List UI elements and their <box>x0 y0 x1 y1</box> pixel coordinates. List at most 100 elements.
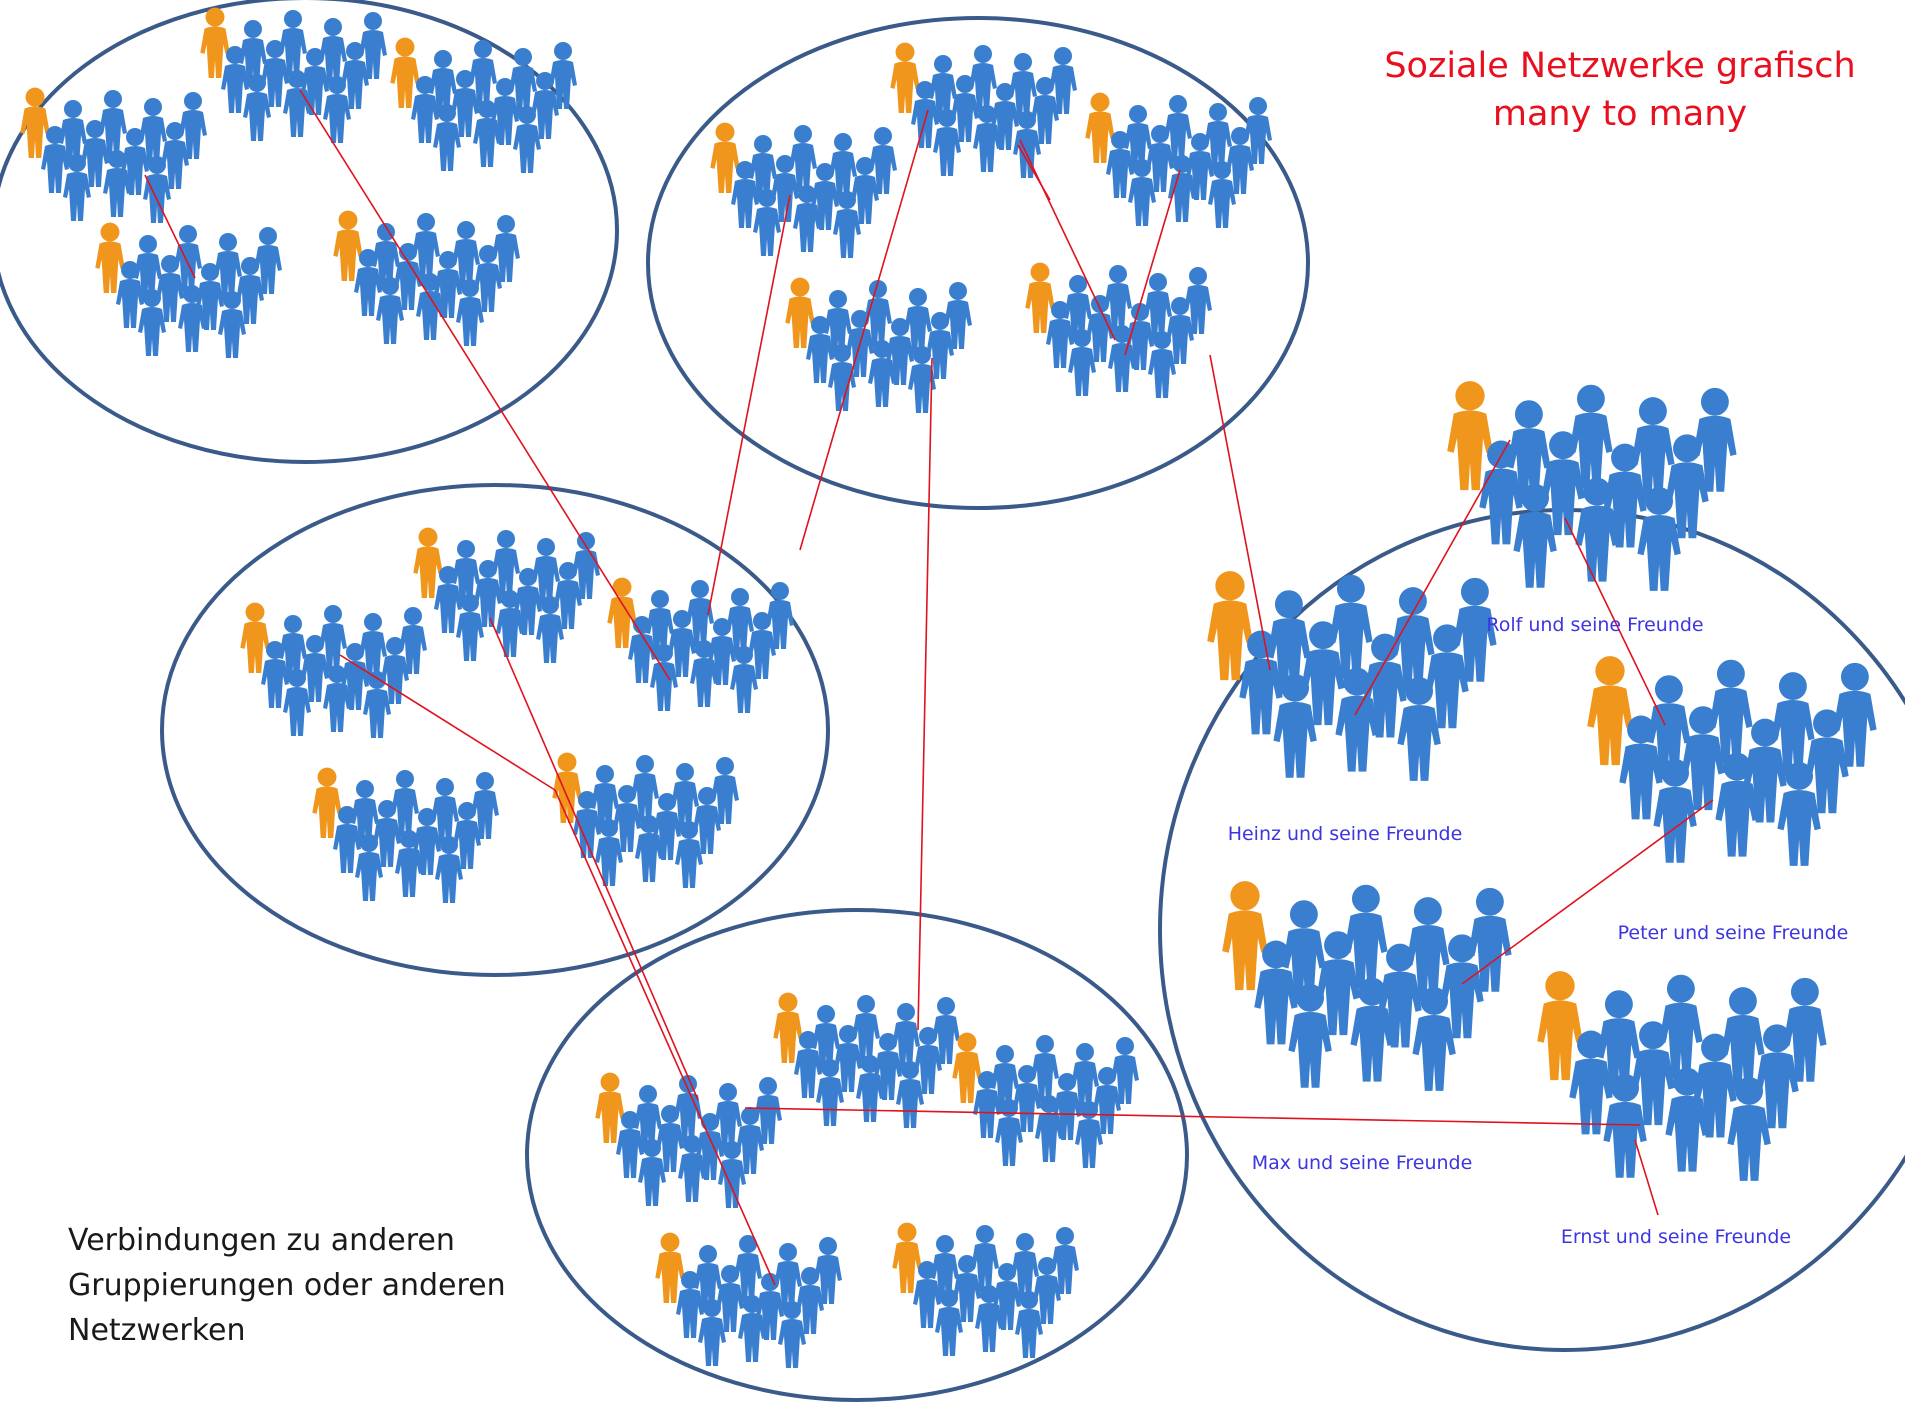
caption-line-2: Gruppierungen oder anderen <box>68 1268 506 1303</box>
member-person-icon <box>434 251 462 318</box>
member-person-icon <box>932 997 960 1064</box>
member-person-icon <box>973 1071 1001 1138</box>
member-person-icon <box>218 291 246 358</box>
member-person-icon <box>1507 400 1551 505</box>
member-person-icon <box>1031 77 1059 144</box>
member-person-icon <box>469 40 497 107</box>
member-person-icon <box>572 532 600 599</box>
member-person-icon <box>431 778 459 845</box>
member-person-icon <box>638 1139 666 1206</box>
member-person-icon <box>1124 105 1152 172</box>
member-person-icon <box>1378 943 1422 1048</box>
member-person-icon <box>794 1031 822 1098</box>
member-person-icon <box>793 185 821 252</box>
group-bc-5 <box>892 1222 1079 1358</box>
group-tc-3 <box>1085 92 1272 228</box>
member-person-icon <box>1301 621 1345 726</box>
member-person-icon <box>1665 1067 1709 1172</box>
network-ellipse-top-left <box>0 0 619 464</box>
group-heinz <box>1207 571 1497 781</box>
member-person-icon <box>373 800 401 867</box>
member-person-icon <box>471 772 499 839</box>
member-person-icon <box>753 189 781 256</box>
member-person-icon <box>139 98 167 165</box>
member-person-icon <box>971 1225 999 1292</box>
group-tc-2 <box>890 42 1077 178</box>
member-person-icon <box>333 806 361 873</box>
member-person-icon <box>1693 1033 1737 1138</box>
member-person-icon <box>554 562 582 629</box>
member-person-icon <box>1777 762 1821 866</box>
member-person-icon <box>1771 672 1815 776</box>
group-ml-1 <box>240 602 427 738</box>
member-person-icon <box>116 261 144 328</box>
member-person-icon <box>239 20 267 87</box>
member-person-icon <box>1541 431 1585 536</box>
member-person-icon <box>975 1285 1003 1352</box>
member-person-icon <box>41 126 69 193</box>
member-person-icon <box>473 100 501 167</box>
member-person-icon <box>452 540 480 607</box>
member-person-icon <box>631 755 659 822</box>
member-person-icon <box>532 538 560 605</box>
member-person-icon <box>1653 758 1697 863</box>
connection-line <box>799 109 929 551</box>
member-person-icon <box>595 819 623 886</box>
member-person-icon <box>616 1111 644 1178</box>
member-person-icon <box>301 48 329 115</box>
member-person-icon <box>1603 1073 1647 1178</box>
member-person-icon <box>774 1243 802 1310</box>
caption-line-3: Netzwerken <box>68 1313 246 1348</box>
member-person-icon <box>1647 675 1691 780</box>
member-person-icon <box>451 70 479 137</box>
member-person-icon <box>279 10 307 77</box>
member-person-icon <box>261 641 289 708</box>
member-person-icon <box>886 318 914 385</box>
label-ernst-group: Ernst und seine Freunde <box>1560 1226 1792 1248</box>
member-person-icon <box>99 90 127 157</box>
leader-person-icon <box>1085 92 1115 163</box>
member-person-icon <box>656 1105 684 1172</box>
group-tl-2 <box>200 7 387 143</box>
member-person-icon <box>736 1107 764 1174</box>
member-person-icon <box>1071 1043 1099 1110</box>
member-person-icon <box>412 213 440 280</box>
group-ml-3 <box>607 577 794 713</box>
group-tl-3 <box>390 37 577 173</box>
member-person-icon <box>1108 325 1136 392</box>
leader-person-icon <box>655 1232 685 1303</box>
member-person-icon <box>1068 329 1096 396</box>
member-person-icon <box>474 560 502 627</box>
leader-person-icon <box>892 1222 922 1293</box>
member-person-icon <box>1715 752 1759 857</box>
network-ellipse-middle-left <box>160 483 830 977</box>
member-person-icon <box>341 42 369 109</box>
member-person-icon <box>381 637 409 704</box>
leader-person-icon <box>200 7 230 78</box>
member-person-icon <box>435 836 463 903</box>
member-person-icon <box>1406 897 1450 1001</box>
member-person-icon <box>650 644 678 711</box>
member-person-icon <box>726 588 754 655</box>
member-person-icon <box>549 42 577 109</box>
member-person-icon <box>1267 590 1311 695</box>
member-person-icon <box>896 1061 924 1128</box>
member-person-icon <box>1743 718 1787 823</box>
member-person-icon <box>138 289 166 356</box>
member-person-icon <box>953 1255 981 1322</box>
member-person-icon <box>1440 934 1484 1039</box>
member-person-icon <box>816 1059 844 1126</box>
member-person-icon <box>1631 1021 1675 1126</box>
member-person-icon <box>1053 1073 1081 1140</box>
member-person-icon <box>908 346 936 413</box>
connection-line <box>1209 354 1271 671</box>
member-person-icon <box>834 1025 862 1092</box>
member-person-icon <box>1035 1095 1063 1162</box>
member-person-icon <box>991 83 1019 150</box>
member-person-icon <box>869 127 897 194</box>
member-person-icon <box>1226 127 1254 194</box>
member-person-icon <box>1104 265 1132 332</box>
connection-line <box>1564 517 1666 726</box>
member-person-icon <box>531 72 559 139</box>
